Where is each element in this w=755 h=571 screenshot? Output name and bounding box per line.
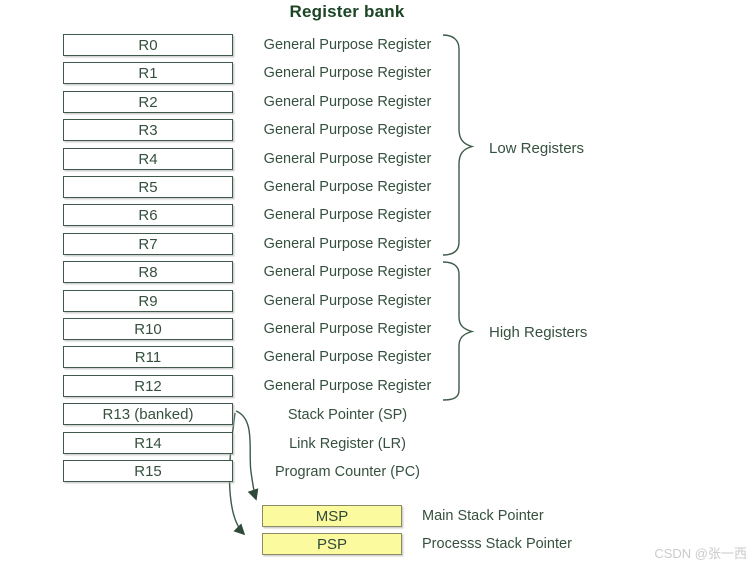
- register-box-r5: R5: [63, 176, 233, 198]
- register-box-r1: R1: [63, 62, 233, 84]
- register-box-r9: R9: [63, 290, 233, 312]
- register-desc-r10: General Purpose Register: [263, 321, 432, 337]
- psp-box: PSP: [262, 533, 402, 555]
- register-box-r10: R10: [63, 318, 233, 340]
- register-box-r4: R4: [63, 148, 233, 170]
- register-box-r11: R11: [63, 346, 233, 368]
- register-box-r0: R0: [63, 34, 233, 56]
- register-desc-r6: General Purpose Register: [263, 207, 432, 223]
- register-desc-r9: General Purpose Register: [263, 293, 432, 309]
- register-desc-r11: General Purpose Register: [263, 349, 432, 365]
- register-desc-r5: General Purpose Register: [263, 179, 432, 195]
- register-box-r2: R2: [63, 91, 233, 113]
- register-box-r7: R7: [63, 233, 233, 255]
- register-desc-r0: General Purpose Register: [263, 37, 432, 53]
- register-desc-r3: General Purpose Register: [263, 122, 432, 138]
- psp-label: Processs Stack Pointer: [422, 536, 572, 552]
- high-registers-label: High Registers: [489, 323, 588, 341]
- register-box-r13: R13 (banked): [63, 403, 233, 425]
- register-box-r8: R8: [63, 261, 233, 283]
- register-desc-r12: General Purpose Register: [263, 378, 432, 394]
- register-box-r3: R3: [63, 119, 233, 141]
- register-desc-r4: General Purpose Register: [263, 151, 432, 167]
- low-registers-label: Low Registers: [489, 139, 585, 157]
- register-box-r15: R15: [63, 460, 233, 482]
- register-desc-r14: Link Register (LR): [289, 436, 406, 452]
- register-desc-r13: Stack Pointer (SP): [287, 407, 408, 423]
- register-box-r14: R14: [63, 432, 233, 454]
- watermark: CSDN @张一西: [654, 546, 747, 561]
- page-title: Register bank: [289, 2, 405, 21]
- msp-box: MSP: [262, 505, 402, 527]
- register-box-r6: R6: [63, 204, 233, 226]
- register-desc-r8: General Purpose Register: [263, 264, 432, 280]
- register-desc-r7: General Purpose Register: [263, 236, 432, 252]
- register-desc-r2: General Purpose Register: [263, 94, 432, 110]
- register-desc-r15: Program Counter (PC): [274, 464, 421, 480]
- register-desc-r1: General Purpose Register: [263, 65, 432, 81]
- register-box-r12: R12: [63, 375, 233, 397]
- msp-label: Main Stack Pointer: [422, 508, 544, 524]
